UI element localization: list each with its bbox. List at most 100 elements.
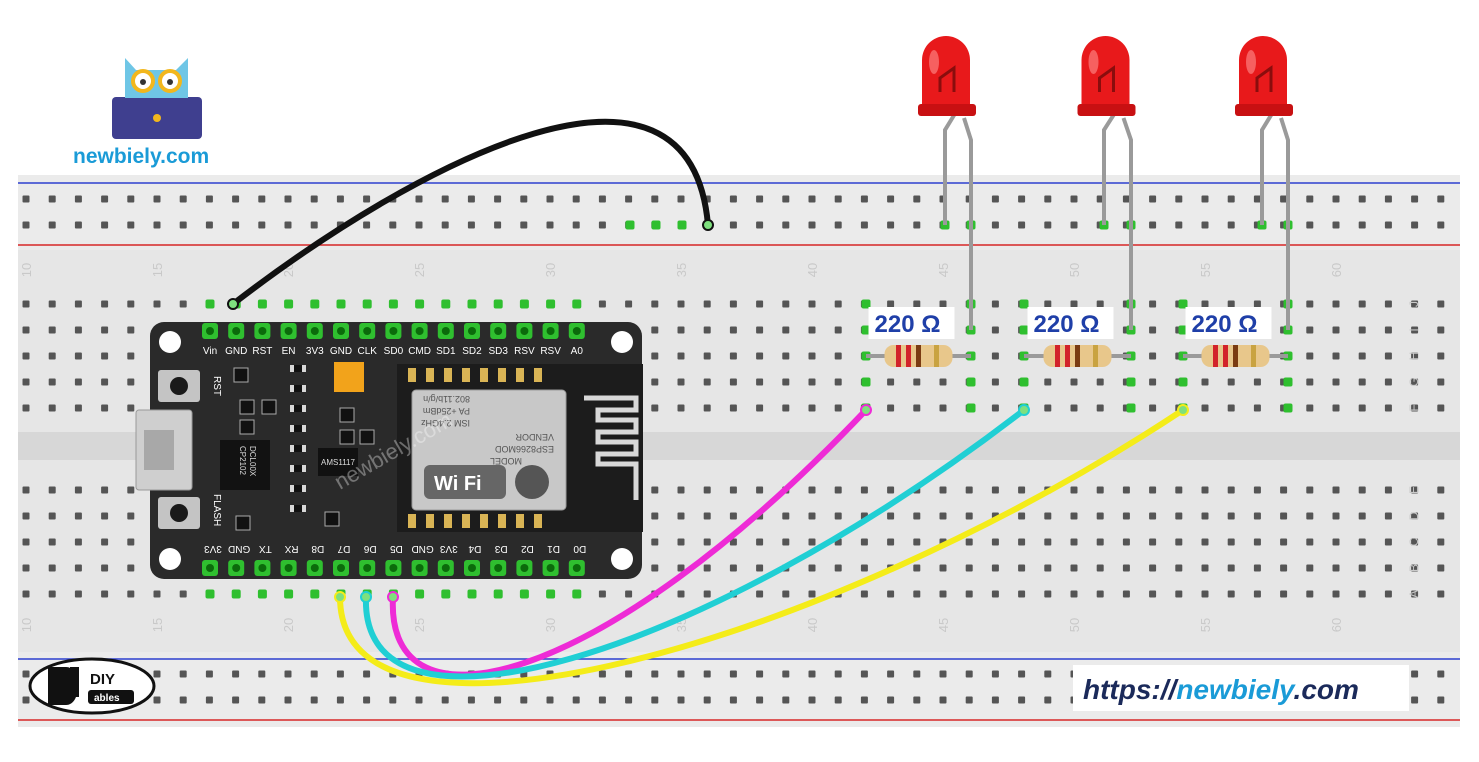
led-base bbox=[918, 104, 976, 116]
pin-label-top: GND bbox=[225, 346, 247, 357]
rail-hole bbox=[598, 195, 606, 203]
hole bbox=[1227, 590, 1235, 598]
newbiely-logo: newbiely.com bbox=[73, 58, 209, 168]
hole bbox=[834, 300, 842, 308]
hole bbox=[1384, 326, 1392, 334]
magenta-wire bbox=[389, 407, 869, 678]
rail-hole bbox=[284, 195, 292, 203]
rail-hole bbox=[363, 195, 371, 203]
hole bbox=[1044, 564, 1052, 572]
pin-label-top: CMD bbox=[408, 346, 431, 357]
smd-part-body bbox=[294, 385, 302, 392]
hole bbox=[677, 326, 685, 334]
hole bbox=[703, 486, 711, 494]
hole bbox=[651, 486, 659, 494]
connected-hole bbox=[625, 220, 635, 230]
hole bbox=[1044, 590, 1052, 598]
hole bbox=[808, 512, 816, 520]
rail-hole bbox=[179, 195, 187, 203]
hole bbox=[1437, 326, 1445, 334]
rail-hole bbox=[1358, 195, 1366, 203]
rail-hole bbox=[703, 670, 711, 678]
rail-hole bbox=[887, 696, 895, 704]
header-pin-hole bbox=[363, 327, 372, 335]
hole bbox=[74, 486, 82, 494]
row-letter: A bbox=[1407, 590, 1421, 598]
rail-hole bbox=[1018, 696, 1026, 704]
hole bbox=[1437, 378, 1445, 386]
hole bbox=[1175, 564, 1183, 572]
rail-hole bbox=[467, 696, 475, 704]
hole bbox=[1070, 538, 1078, 546]
hole bbox=[74, 300, 82, 308]
rail-hole bbox=[1018, 221, 1026, 229]
rail-hole bbox=[205, 670, 213, 678]
pin-label-bottom: RX bbox=[284, 543, 298, 554]
wire-end bbox=[1018, 404, 1030, 416]
esp-pad bbox=[408, 368, 416, 382]
column-number: 60 bbox=[1329, 618, 1344, 632]
hole bbox=[887, 378, 895, 386]
leds bbox=[918, 36, 1293, 330]
esp-pad bbox=[462, 514, 470, 528]
hole bbox=[703, 538, 711, 546]
hole bbox=[887, 404, 895, 412]
espressif-logo-icon bbox=[515, 465, 549, 499]
rail-hole bbox=[965, 696, 973, 704]
connected-hole bbox=[257, 589, 267, 599]
hole bbox=[939, 512, 947, 520]
hole bbox=[1411, 352, 1419, 360]
hole bbox=[598, 590, 606, 598]
connected-hole bbox=[546, 589, 556, 599]
esp-pad bbox=[444, 368, 452, 382]
hole bbox=[965, 512, 973, 520]
connected-hole bbox=[677, 220, 687, 230]
rst-button-label: RST bbox=[211, 376, 222, 396]
hole bbox=[1332, 300, 1340, 308]
column-number: 30 bbox=[543, 263, 558, 277]
rail-hole bbox=[1332, 221, 1340, 229]
rail-hole bbox=[232, 195, 240, 203]
hole bbox=[703, 512, 711, 520]
rail-hole bbox=[153, 195, 161, 203]
hole bbox=[1306, 590, 1314, 598]
hole bbox=[651, 326, 659, 334]
rail-hole bbox=[232, 696, 240, 704]
wire-ends bbox=[227, 219, 1189, 603]
rail-hole bbox=[48, 195, 56, 203]
header-pin-hole bbox=[441, 327, 450, 335]
hole bbox=[625, 300, 633, 308]
hole bbox=[729, 538, 737, 546]
hole bbox=[1044, 404, 1052, 412]
hole bbox=[127, 564, 135, 572]
rail-hole bbox=[860, 195, 868, 203]
rail-hole bbox=[153, 696, 161, 704]
pin-label-bottom: D5 bbox=[390, 543, 403, 554]
hole bbox=[22, 404, 30, 412]
connected-hole bbox=[1019, 325, 1029, 335]
hole bbox=[1149, 378, 1157, 386]
hole bbox=[1018, 486, 1026, 494]
hole bbox=[1149, 404, 1157, 412]
rail-hole bbox=[520, 195, 528, 203]
rail-hole bbox=[1437, 696, 1445, 704]
hole bbox=[48, 326, 56, 334]
row-letter: D bbox=[1407, 511, 1421, 520]
smd-part bbox=[235, 515, 251, 531]
hole bbox=[991, 486, 999, 494]
rail-hole bbox=[1044, 195, 1052, 203]
hole bbox=[1411, 564, 1419, 572]
wire-end bbox=[702, 219, 714, 231]
hole bbox=[22, 564, 30, 572]
rail-hole bbox=[48, 221, 56, 229]
hole bbox=[74, 512, 82, 520]
smd-part-body bbox=[294, 505, 302, 512]
hole bbox=[1096, 538, 1104, 546]
esp-pad bbox=[480, 368, 488, 382]
hole bbox=[965, 564, 973, 572]
hole bbox=[808, 486, 816, 494]
board-header-pins bbox=[202, 323, 585, 576]
hole bbox=[1437, 590, 1445, 598]
hole bbox=[1096, 564, 1104, 572]
rail-hole bbox=[991, 195, 999, 203]
